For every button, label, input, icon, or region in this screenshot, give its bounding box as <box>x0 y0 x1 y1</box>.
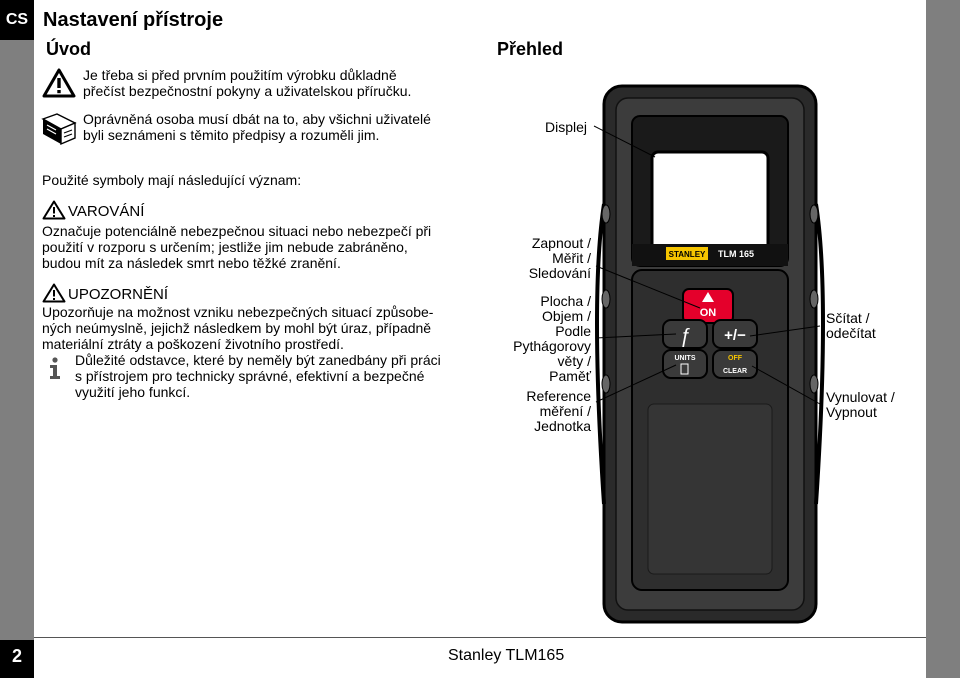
intro-heading: Úvod <box>46 39 91 59</box>
warning-triangle-icon <box>42 68 76 98</box>
callout-function: Plocha / Objem / Podle Pythágorovy věty … <box>513 294 591 384</box>
callout-function-line: Podle <box>555 323 591 339</box>
callout-function-line: Objem / <box>541 308 591 324</box>
callout-display: Displej <box>545 119 588 135</box>
callout-reference: Reference měření / Jednotka <box>526 389 591 434</box>
warning-icon <box>42 200 66 220</box>
page-title: Nastavení přístroje <box>43 9 224 31</box>
info-line-3: využití jeho funkcí. <box>75 384 191 400</box>
info-icon <box>50 357 60 379</box>
caution-line-3: materiální ztráty a poškození životního … <box>42 336 344 352</box>
warning-line-2: použití v rozporu s určením; jestliže ji… <box>42 239 408 255</box>
callout-function-line: Paměť <box>549 368 591 384</box>
callout-add-line: odečítat <box>826 325 876 341</box>
caution-line-2: ných neúmyslně, jejichž následkem by moh… <box>42 320 432 336</box>
brand-label: STANLEY <box>669 250 706 259</box>
callout-reference-line: Reference <box>526 388 591 404</box>
symbols-intro: Použité symboly mají následující význam: <box>42 172 302 188</box>
intro-warning-line-2: přečíst bezpečnostní pokyny a uživatelsk… <box>83 83 412 99</box>
intro-warning-line-1: Je třeba si před prvním použitím výrobku… <box>83 67 397 83</box>
caution-icon <box>42 283 66 303</box>
right-margin-bar <box>926 0 960 678</box>
info-line-1: Důležité odstavce, které by neměly být z… <box>75 352 441 368</box>
caution-line-1: Upozorňuje na možnost vzniku nebezpečnýc… <box>42 304 434 320</box>
callout-power-line: Sledování <box>528 265 591 281</box>
callout-add-subtract: Sčítat / odečítat <box>826 311 876 341</box>
on-label: ON <box>700 307 717 319</box>
callout-add-line: Sčítat / <box>826 310 870 326</box>
language-tab: CS <box>0 0 34 40</box>
read-manual-icon <box>41 113 77 146</box>
callout-function-line: Plocha / <box>540 293 591 309</box>
callout-power: Zapnout / Měřit / Sledování <box>529 236 591 281</box>
function-label: ƒ <box>679 325 690 347</box>
callout-clear-line: Vypnout <box>826 404 877 420</box>
callout-function-line: věty / <box>557 353 591 369</box>
callout-power-line: Zapnout / <box>531 235 591 251</box>
callout-reference-line: měření / <box>539 403 591 419</box>
left-margin-bar <box>0 0 34 678</box>
warning-line-1: Označuje potenciálně nebezpečnou situaci… <box>42 223 432 239</box>
intro-manual-line-2: byli seznámeni s těmito předpisy a rozum… <box>83 127 380 143</box>
plusminus-label: +/− <box>724 327 746 344</box>
units-label: UNITS <box>675 355 696 362</box>
warning-title: VAROVÁNÍ <box>68 203 145 220</box>
footer-divider <box>34 637 926 638</box>
page-number: 2 <box>0 640 34 678</box>
intro-manual-line-1: Oprávněná osoba musí dbát na to, aby vši… <box>83 111 431 127</box>
device-illustration: STANLEY TLM 165 ON ƒ +/− UNITS OFF CLEAR <box>595 84 825 624</box>
model-label: TLM 165 <box>718 249 754 259</box>
caution-title: UPOZORNĚNÍ <box>68 286 169 303</box>
footer-text: Stanley TLM165 <box>448 647 565 664</box>
callout-clear-line: Vynulovat / <box>826 389 895 405</box>
callout-reference-line: Jednotka <box>534 418 591 434</box>
overview-heading: Přehled <box>497 39 564 59</box>
callout-clear: Vynulovat / Vypnout <box>826 390 895 420</box>
callout-function-line: Pythágorovy <box>513 338 591 354</box>
info-line-2: s přístrojem pro technicky správné, efek… <box>75 368 425 384</box>
warning-line-3: budou mít za následek smrt nebo těžké zr… <box>42 255 341 271</box>
clear-label: CLEAR <box>723 368 747 375</box>
off-label: OFF <box>728 355 743 362</box>
callout-power-line: Měřit / <box>552 250 591 266</box>
